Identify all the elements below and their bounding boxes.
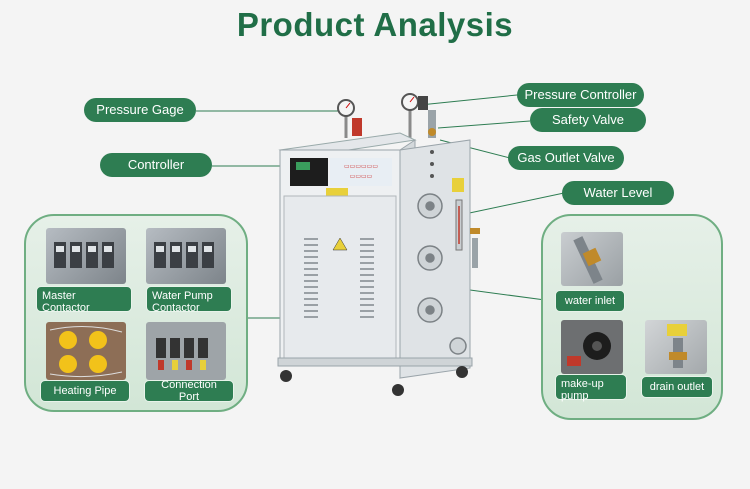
pump-icon (567, 332, 611, 366)
connection-port-photo (146, 322, 226, 380)
water-pump-contactor-photo (146, 228, 226, 284)
line-water-level (459, 192, 565, 216)
callout-controller: Controller (100, 153, 212, 177)
svg-text:▭▭▭▭: ▭▭▭▭ (350, 173, 373, 180)
valve-icon (573, 236, 603, 284)
line-pressure-controller (419, 94, 518, 106)
callout-safety-valve: Safety Valve (530, 108, 646, 132)
master-contactor-photo (46, 228, 126, 284)
pressure-gage-icon (337, 99, 362, 138)
boiler-illustration: ▭▭▭▭▭▭ ▭▭▭▭ (277, 93, 480, 396)
label-connection-port: Connection Port (144, 379, 234, 403)
svg-text:▭▭▭▭▭▭: ▭▭▭▭▭▭ (344, 163, 378, 170)
right-component-panel: water inlet make-up pump drain outlet (541, 214, 723, 420)
label-water-pump-contactor: Water Pump Contactor (146, 286, 232, 314)
callout-water-level: Water Level (562, 181, 674, 205)
label-drain-outlet: drain outlet (641, 376, 713, 398)
contactor-icon (154, 242, 214, 268)
callout-pressure-controller: Pressure Controller (517, 83, 644, 107)
make-up-pump-photo (561, 320, 623, 374)
water-inlet-photo (561, 232, 623, 286)
connection-port-icon (156, 338, 208, 370)
drain-valve-icon (667, 324, 687, 368)
heating-pipe-icon (49, 325, 123, 378)
left-component-panel: Master Contactor Water Pump Contactor He… (24, 214, 248, 412)
label-heating-pipe: Heating Pipe (40, 380, 130, 402)
label-water-inlet: water inlet (555, 290, 625, 312)
line-right-panel (469, 289, 546, 301)
pressure-controller-icon (401, 93, 436, 140)
heating-pipe-photo (46, 322, 126, 380)
fan-icon (417, 193, 467, 355)
page-title: Product Analysis (236, 6, 514, 43)
line-safety-valve (437, 120, 531, 129)
contactor-icon (54, 242, 114, 268)
label-master-contactor: Master Contactor (36, 286, 132, 314)
label-make-up-pump: make-up pump (555, 374, 627, 402)
drain-outlet-photo (645, 320, 707, 374)
callout-gas-outlet-valve: Gas Outlet Valve (508, 146, 624, 170)
callout-pressure-gage: Pressure Gage (84, 98, 196, 122)
